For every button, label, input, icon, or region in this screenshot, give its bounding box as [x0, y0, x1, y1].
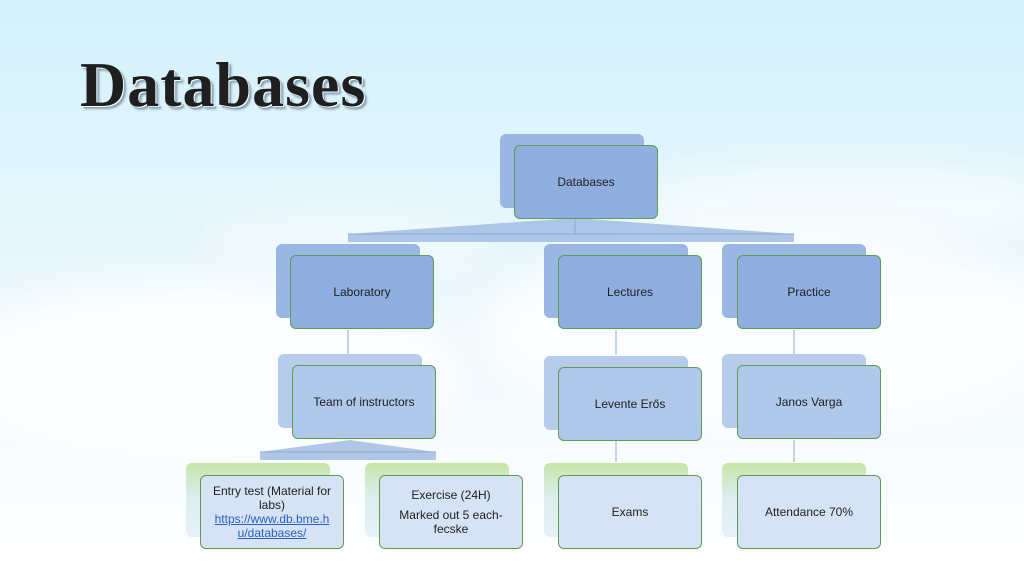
node-attendance: Attendance 70% — [737, 475, 881, 549]
node-label: Janos Varga — [775, 395, 843, 409]
node-lecturer: Levente Erős — [558, 367, 702, 441]
node-label: Databases — [557, 175, 615, 189]
connector-fan — [260, 440, 436, 460]
node-exercise: Exercise (24H) Marked out 5 each- fecske — [379, 475, 523, 549]
node-label: Laboratory — [333, 285, 391, 299]
node-lectures: Lectures — [558, 255, 702, 329]
node-label: Exams — [611, 505, 649, 519]
page-title: Databases — [80, 49, 367, 120]
node-label: Marked out 5 each- — [399, 508, 503, 522]
node-label: fecske — [433, 522, 469, 536]
node-team-of-instructors: Team of instructors — [292, 365, 436, 439]
node-label: Levente Erős — [594, 397, 666, 411]
node-entry-test: Entry test (Material for labs) https://w… — [200, 475, 344, 549]
node-label: Lectures — [606, 285, 654, 299]
course-link[interactable]: u/databases/ — [237, 526, 307, 540]
node-label: Entry test (Material for — [212, 484, 332, 498]
node-laboratory: Laboratory — [290, 255, 434, 329]
node-label: Practice — [787, 285, 831, 299]
node-label: Attendance 70% — [764, 505, 854, 519]
connector-fan — [348, 218, 794, 242]
node-exams: Exams — [558, 475, 702, 549]
node-databases: Databases — [514, 145, 658, 219]
node-label: Team of instructors — [313, 395, 415, 409]
node-practice: Practice — [737, 255, 881, 329]
node-practice-lead: Janos Varga — [737, 365, 881, 439]
course-link[interactable]: https://www.db.bme.h — [214, 512, 330, 526]
node-label: labs) — [258, 498, 285, 512]
node-label: Exercise (24H) — [411, 488, 491, 502]
